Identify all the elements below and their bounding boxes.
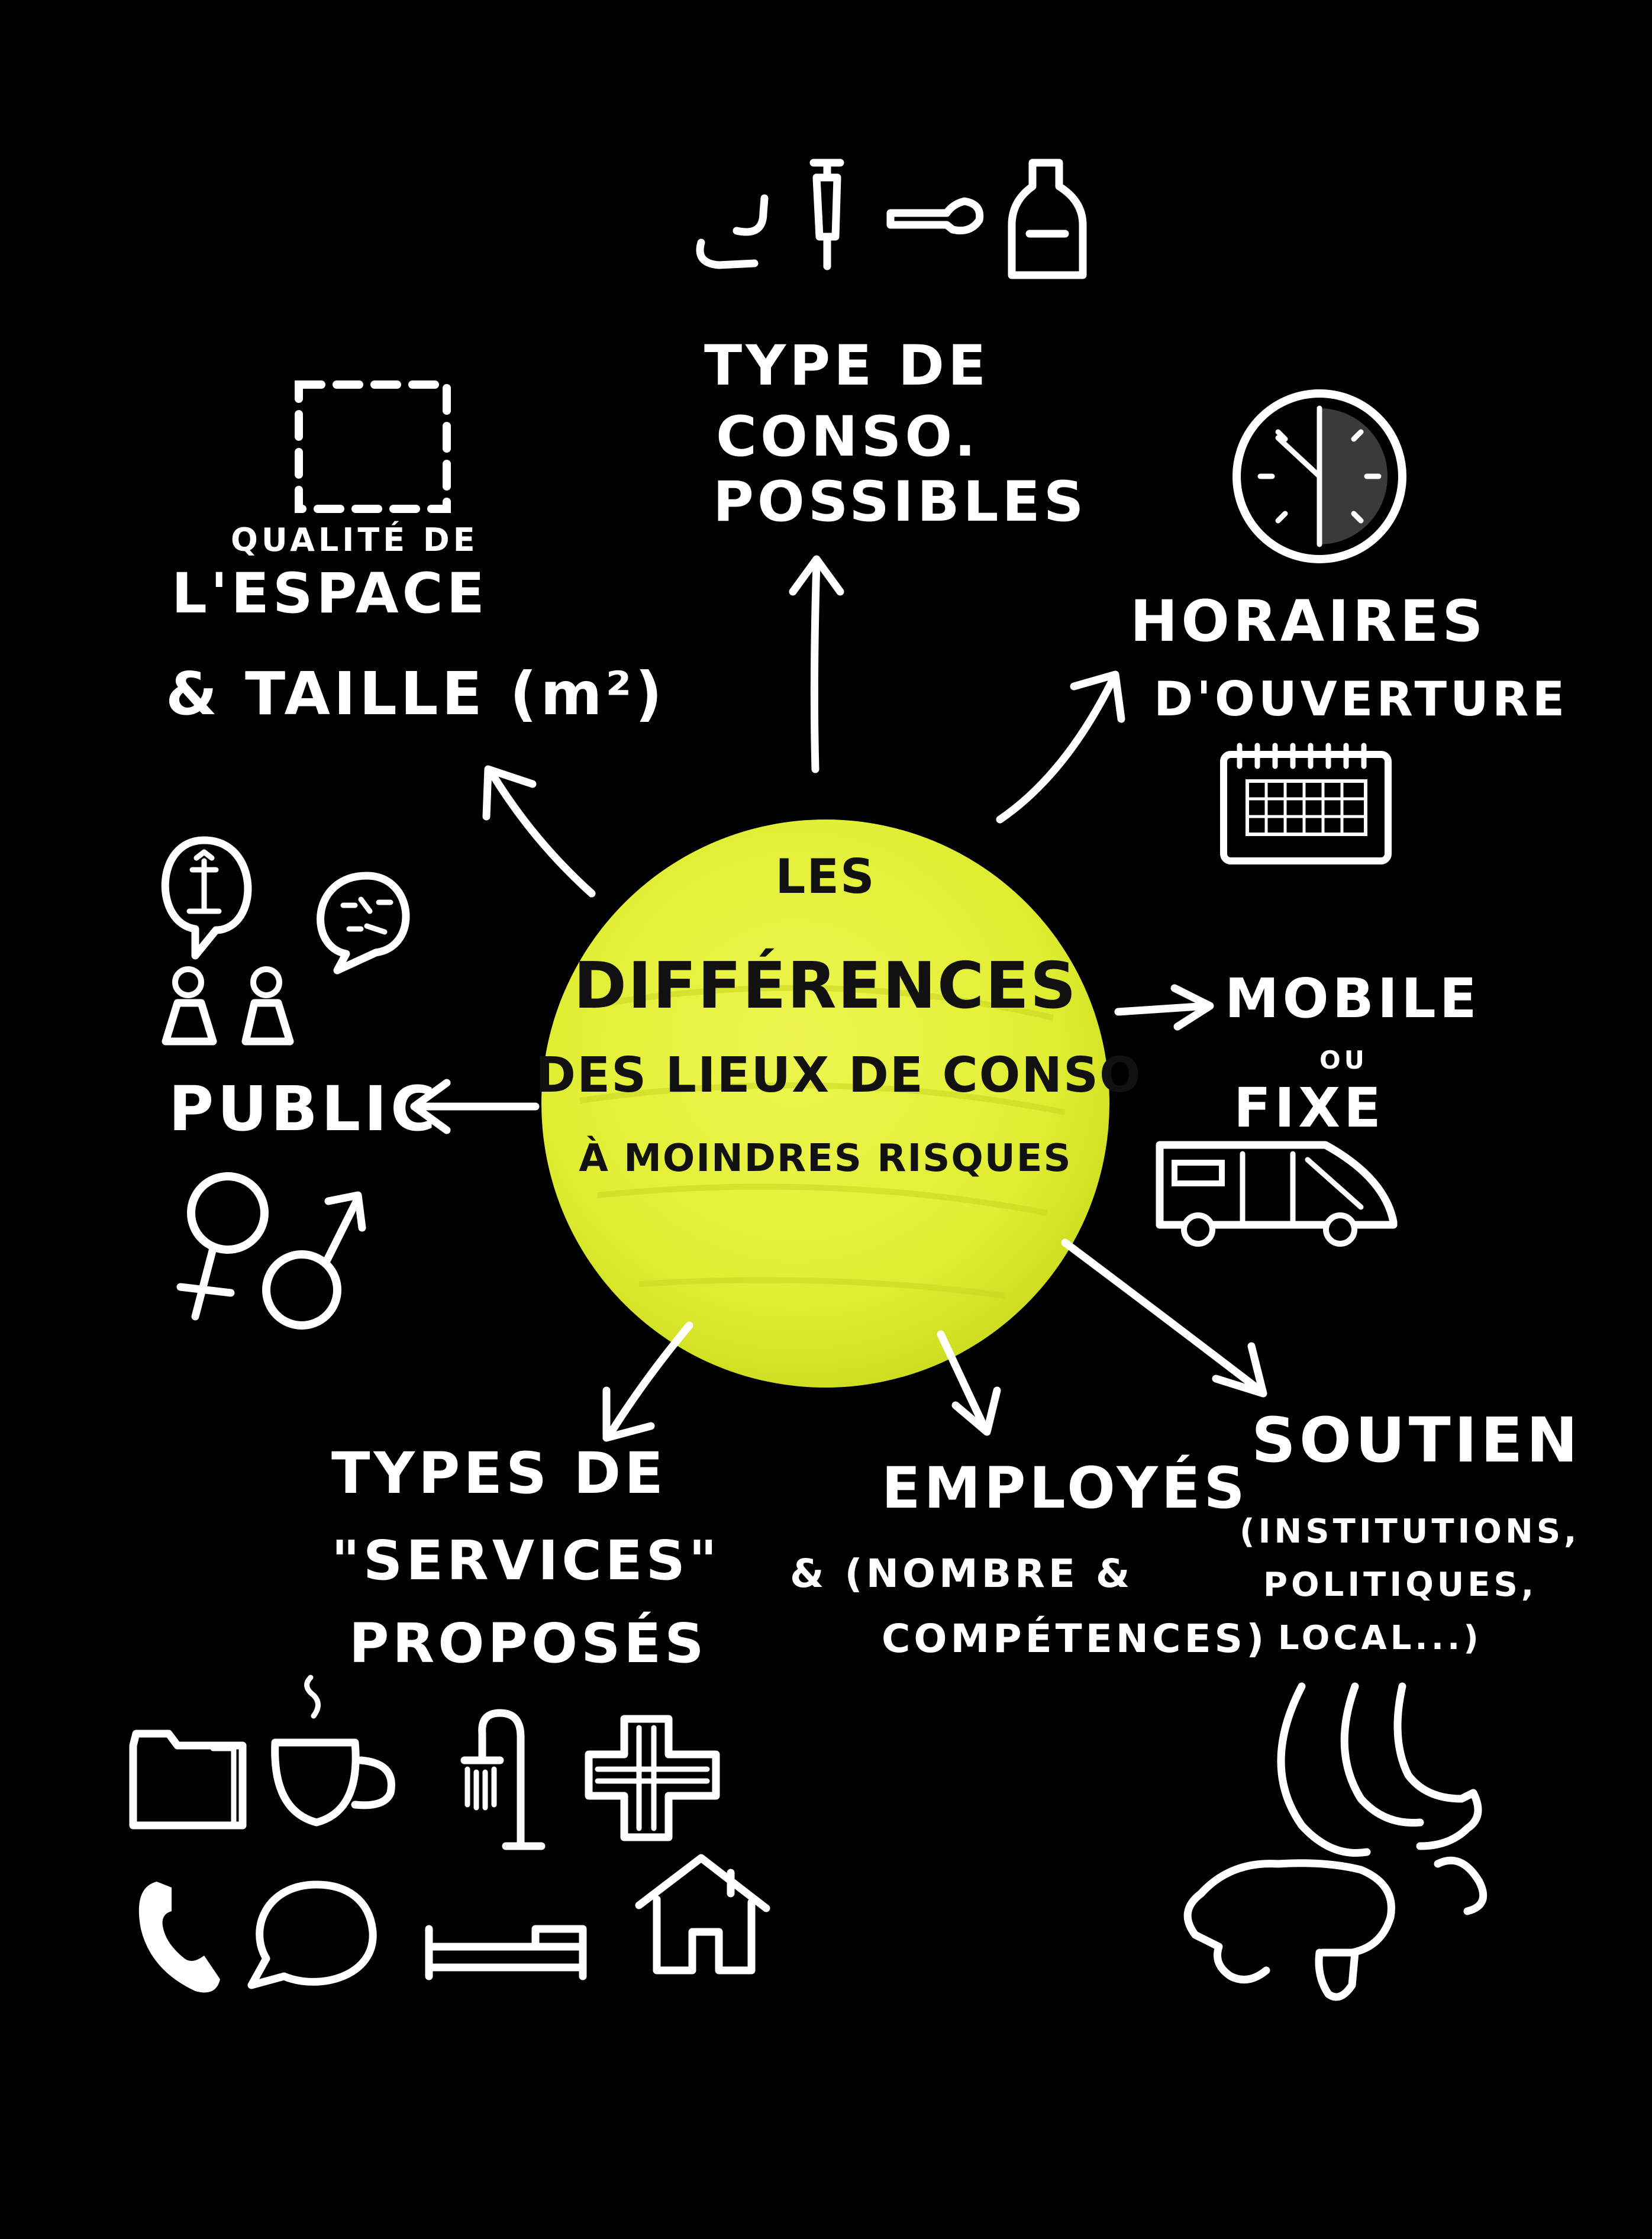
dashed-square-icon <box>295 380 451 513</box>
bottle-icon <box>1008 159 1087 279</box>
phone-icon <box>138 1882 220 1993</box>
inhaler-icon <box>886 197 984 235</box>
speech-bubble-icon <box>161 836 410 975</box>
arrow-to-services <box>602 1321 693 1442</box>
center-title: À MOINDRES RISQUES <box>579 1137 1072 1180</box>
house-icon <box>635 1854 770 1975</box>
node-horaires: D'OUVERTURE <box>1154 672 1569 727</box>
node-mobile: MOBILE <box>1225 967 1480 1030</box>
node-qualite: QUALITÉ DE <box>231 521 479 559</box>
arrow-to-mobile <box>1114 984 1214 1031</box>
arrow-to-horaires <box>996 670 1125 824</box>
bed-icon <box>425 1925 587 1980</box>
node-soutien: SOUTIEN <box>1251 1404 1582 1476</box>
node-employes: & (NOMBRE & <box>790 1551 1134 1596</box>
clock-icon <box>1232 389 1406 563</box>
center-title: DIFFÉRENCES <box>573 949 1077 1023</box>
medical-cross-icon <box>585 1715 720 1841</box>
node-employes: EMPLOYÉS <box>882 1455 1248 1521</box>
node-soutien: (INSTITUTIONS, <box>1240 1512 1580 1551</box>
folder-icon <box>129 1730 247 1830</box>
center-ball <box>541 820 1109 1388</box>
node-type-conso: CONSO. <box>716 405 979 469</box>
arrow-to-soutien <box>1061 1238 1267 1398</box>
center-title: LES <box>775 849 876 904</box>
node-type-conso: TYPE DE <box>704 334 990 398</box>
node-services: TYPES DE <box>331 1440 667 1506</box>
node-soutien: LOCAL...) <box>1278 1619 1482 1657</box>
arrow-to-public <box>410 1079 540 1134</box>
node-soutien: POLITIQUES, <box>1263 1566 1538 1604</box>
node-horaires: HORAIRES <box>1130 588 1487 654</box>
helping-hands-icon <box>1183 1682 1488 2001</box>
node-public: PUBLIC <box>169 1073 440 1145</box>
arrow-to-type-conso <box>789 555 844 773</box>
shower-icon <box>460 1709 546 1850</box>
van-icon <box>1156 1141 1398 1247</box>
chat-bubble-icon <box>247 1880 377 1989</box>
gender-symbols-icon <box>176 1172 366 1330</box>
node-qualite: & TAILLE (m²) <box>166 659 666 728</box>
node-services: PROPOSÉS <box>349 1612 708 1675</box>
coffee-cup-icon <box>271 1675 395 1827</box>
node-mobile: FIXE <box>1234 1076 1385 1140</box>
node-mobile: OU <box>1319 1046 1368 1075</box>
people-icon <box>162 966 294 1046</box>
node-type-conso: POSSIBLES <box>713 470 1088 534</box>
calendar-icon <box>1220 743 1392 864</box>
node-employes: COMPÉTENCES) <box>882 1616 1268 1661</box>
node-services: "SERVICES" <box>331 1529 721 1592</box>
node-qualite: L'ESPACE <box>172 562 488 626</box>
arrow-to-employes <box>937 1330 1001 1436</box>
pipe-icon <box>696 194 769 269</box>
arrow-to-qualite <box>482 765 596 898</box>
center-title: DES LIEUX DE CONSO <box>535 1047 1142 1104</box>
syringe-icon <box>809 159 844 270</box>
